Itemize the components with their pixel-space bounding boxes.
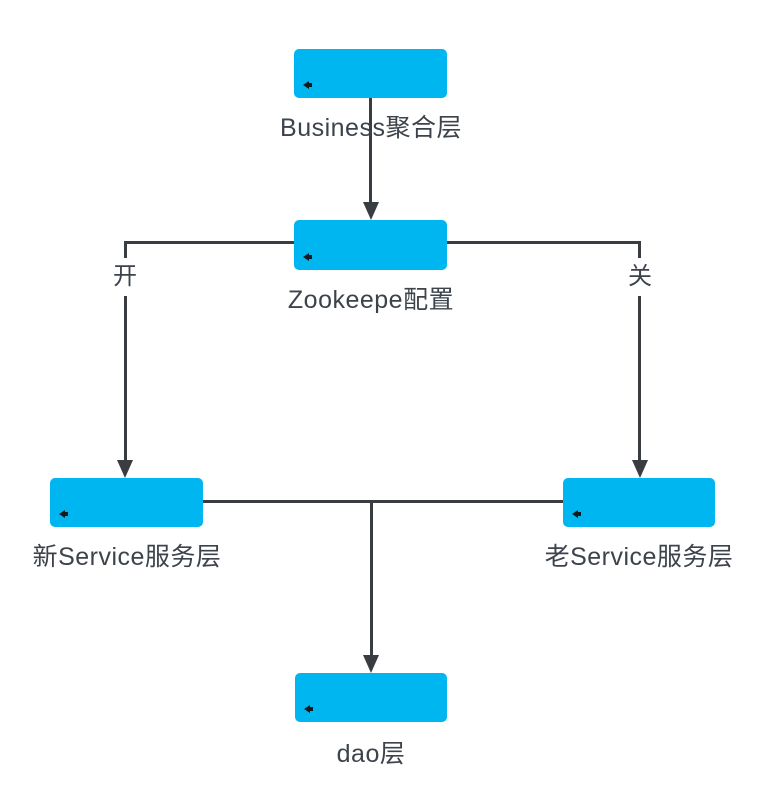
node-label-new-service-layer: 新Service服务层 [32,543,222,571]
node-business-layer[interactable] [294,49,447,98]
edge-business-to-zookeeper [369,98,372,205]
anchor-icon [303,253,312,261]
node-zookeeper-config[interactable] [294,220,447,270]
anchor-icon [303,81,312,89]
node-old-service-layer[interactable] [563,478,715,527]
node-new-service-layer[interactable] [50,478,203,527]
node-dao-layer[interactable] [295,673,447,722]
edge-zookeeper-to-new-service-vertical [124,241,127,463]
anchor-icon [572,510,581,518]
node-label-dao-layer: dao层 [336,740,406,768]
anchor-icon [304,705,313,713]
node-label-business-layer: Business聚合层 [280,114,462,142]
arrowhead-into-old-service-icon [632,460,648,478]
edge-zookeeper-to-old-service-vertical [638,241,641,463]
arrowhead-into-zookeeper-icon [363,202,379,220]
edge-label-close: 关 [625,258,655,296]
node-label-zookeeper-config: Zookeepe配置 [287,286,455,314]
edge-zookeeper-to-new-service-horizontal [124,241,294,244]
edge-services-to-dao [370,501,373,658]
edge-label-open: 开 [110,258,140,296]
arrowhead-into-dao-icon [363,655,379,673]
node-label-old-service-layer: 老Service服务层 [544,543,734,571]
edge-zookeeper-to-old-service-horizontal [447,241,641,244]
edge-new-service-to-old-service [203,500,563,503]
arrowhead-into-new-service-icon [117,460,133,478]
anchor-icon [59,510,68,518]
